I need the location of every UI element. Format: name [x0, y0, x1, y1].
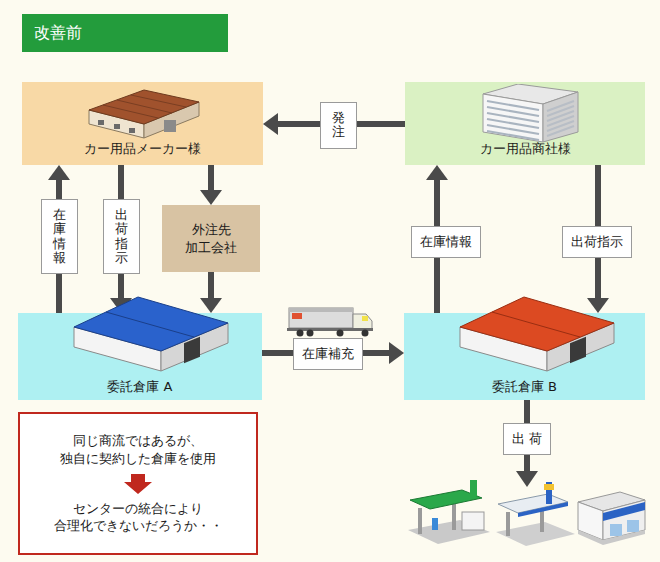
warehouse-illustration	[452, 291, 622, 377]
arrow-label-text: 在庫補充	[302, 346, 354, 361]
warehouse-band: 委託倉庫 B	[404, 313, 645, 400]
arrow-label: 在庫情報	[41, 199, 78, 274]
convenience-store-illustration	[578, 492, 645, 545]
flow-arrow	[200, 165, 222, 205]
node-text: カー用品メーカー様	[84, 140, 201, 158]
arrow-label-text: 在庫情報	[53, 208, 66, 265]
arrow-label-text: 出荷指示	[571, 234, 623, 249]
arrow-label-text: 在庫情報	[420, 234, 472, 249]
office-building-illustration	[473, 84, 583, 148]
warehouse-band: 委託倉庫 A	[18, 313, 262, 400]
trading-company-box: カー用品商社様	[405, 82, 645, 165]
truck-illustration	[287, 308, 373, 337]
arrow-label: 出荷指示	[103, 199, 140, 274]
factory-illustration	[84, 88, 204, 144]
node-text: センターの統合により 合理化できないだろうか・・	[40, 500, 236, 535]
warehouse-illustration	[66, 291, 236, 377]
gas-station-illustration	[496, 482, 575, 546]
arrow-label: 在庫補充	[293, 338, 363, 370]
title-tab: 改善前	[22, 14, 228, 52]
flow-label: 出 荷	[503, 423, 551, 455]
node-text: 外注先 加工会社	[171, 221, 251, 256]
node-text: 同じ商流ではあるが、 独自に契約した倉庫を使用	[40, 432, 236, 467]
subcontractor-box: 外注先 加工会社	[162, 205, 260, 272]
note-box: 同じ商流ではあるが、 独自に契約した倉庫を使用センターの統合により 合理化できな…	[18, 412, 258, 555]
node-text: カー用品商社様	[480, 140, 571, 158]
gas-station-illustration	[408, 480, 490, 544]
arrow-label: 発注	[320, 102, 357, 149]
arrow-label-text: 出荷指示	[115, 208, 128, 265]
arrow-label: 出荷指示	[562, 226, 632, 258]
maker-box: カー用品メーカー様	[22, 82, 263, 165]
arrow-label: 在庫情報	[411, 226, 481, 258]
red-down-arrow	[123, 474, 153, 494]
flow-arrow	[200, 272, 222, 313]
arrow-label-text: 発注	[332, 111, 345, 140]
title-text: 改善前	[34, 22, 82, 44]
node-text: 委託倉庫 B	[492, 378, 557, 396]
node-text: 委託倉庫 A	[107, 378, 172, 396]
